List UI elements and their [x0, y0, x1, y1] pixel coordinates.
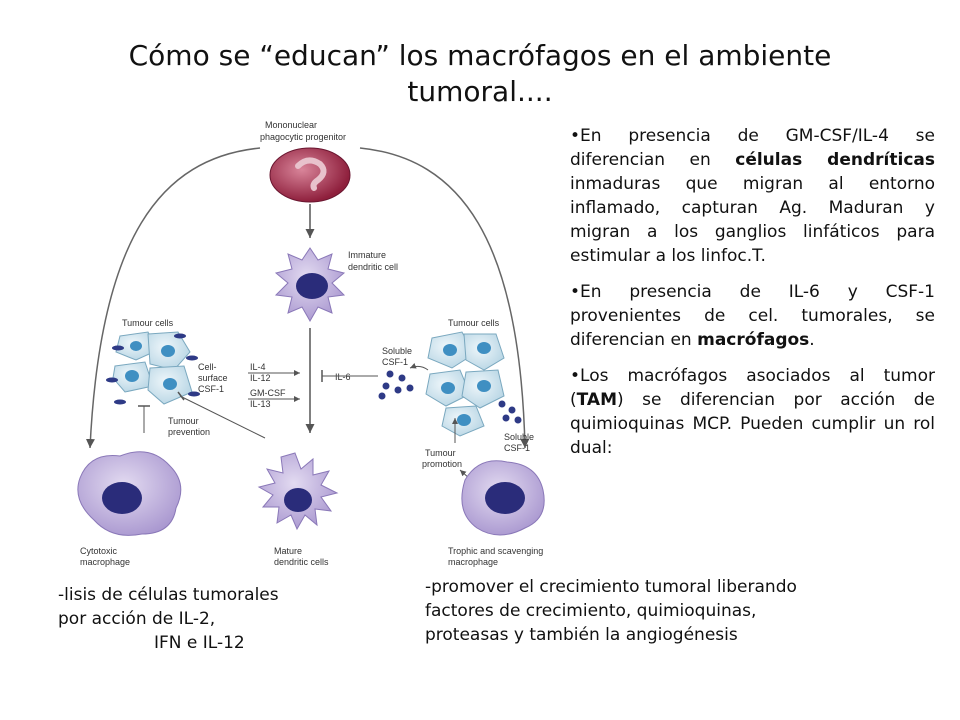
- trophic-label-1: Trophic and scavenging: [448, 546, 543, 556]
- mature-dendritic-cells: [257, 452, 339, 531]
- cell-surface-label-1: Cell-: [198, 362, 217, 372]
- progenitor-cell: [269, 147, 351, 203]
- soluble-top-label-2: CSF-1: [382, 357, 408, 367]
- immature-dendritic-cell: [274, 247, 346, 323]
- title-line-2: tumoral....: [407, 75, 553, 108]
- note-tumour-lysis: -lisis de células tumorales por acción d…: [58, 585, 279, 653]
- slide-title: Cómo se “educan” los macrófagos en el am…: [80, 38, 880, 110]
- bullet-macrophages: •En presencia de IL-6 y CSF-1 provenient…: [570, 282, 935, 350]
- tumour-cells-right: [425, 331, 505, 437]
- progenitor-nucleus: [295, 157, 327, 191]
- mature-label-2: dendritic cells: [274, 557, 329, 567]
- cell-surface-label-3: CSF-1: [198, 384, 224, 394]
- trophic-label-2: macrophage: [448, 557, 498, 567]
- bullet-tam: •Los macrófagos asociados al tumor (TAM)…: [570, 366, 935, 458]
- il13-label: IL-13: [250, 399, 271, 409]
- cell-surface-label-2: surface: [198, 373, 228, 383]
- progenitor-label-1: Mononuclear: [265, 120, 317, 130]
- title-line-1: Cómo se “educan” los macrófagos en el am…: [128, 39, 832, 72]
- bullet-dendritic: •En presencia de GM-CSF/IL-4 se diferenc…: [570, 126, 935, 266]
- tumour-promotion-label-1: Tumour: [425, 448, 456, 458]
- il6-label: IL-6: [335, 372, 351, 382]
- tumour-cells-right-label: Tumour cells: [448, 318, 500, 328]
- csf-dots-top: [378, 370, 414, 400]
- soluble-bottom-label-2: CSF-1: [504, 443, 530, 453]
- cytotoxic-label-1: Cytotoxic: [80, 546, 118, 556]
- tumour-cells-left: [106, 331, 200, 405]
- arc-to-cytotoxic: [85, 147, 261, 449]
- gmcsf-label: GM-CSF: [250, 388, 286, 398]
- csf-dots-bottom: [498, 400, 522, 424]
- il12-label: IL-12: [250, 373, 271, 383]
- mature-label-1: Mature: [274, 546, 302, 556]
- explanation-bullets: •En presencia de GM-CSF/IL-4 se diferenc…: [570, 124, 935, 472]
- arc-to-trophic: [359, 147, 530, 449]
- soluble-top-label-1: Soluble: [382, 346, 412, 356]
- tumour-prevention-label-1: Tumour: [168, 416, 199, 426]
- diagram-svg: Mononuclear phagocytic progenitor Immatu…: [77, 120, 545, 567]
- immature-label-1: Immature: [348, 250, 386, 260]
- trophic-macrophage: [461, 460, 545, 536]
- cytotoxic-label-2: macrophage: [80, 557, 130, 567]
- note-tumour-promotion: -promover el crecimiento tumoral liberan…: [425, 577, 797, 645]
- immature-label-2: dendritic cell: [348, 262, 398, 272]
- tumour-prevention-label-2: prevention: [168, 427, 210, 437]
- macrophage-education-diagram: Mononuclear phagocytic progenitor Immatu…: [60, 108, 560, 578]
- tumour-cells-left-label: Tumour cells: [122, 318, 174, 328]
- soluble-bottom-label-1: Soluble: [504, 432, 534, 442]
- tumour-promotion-label-2: promotion: [422, 459, 462, 469]
- progenitor-label-2: phagocytic progenitor: [260, 132, 346, 142]
- cytotoxic-macrophage: [77, 451, 182, 536]
- il4-label: IL-4: [250, 362, 266, 372]
